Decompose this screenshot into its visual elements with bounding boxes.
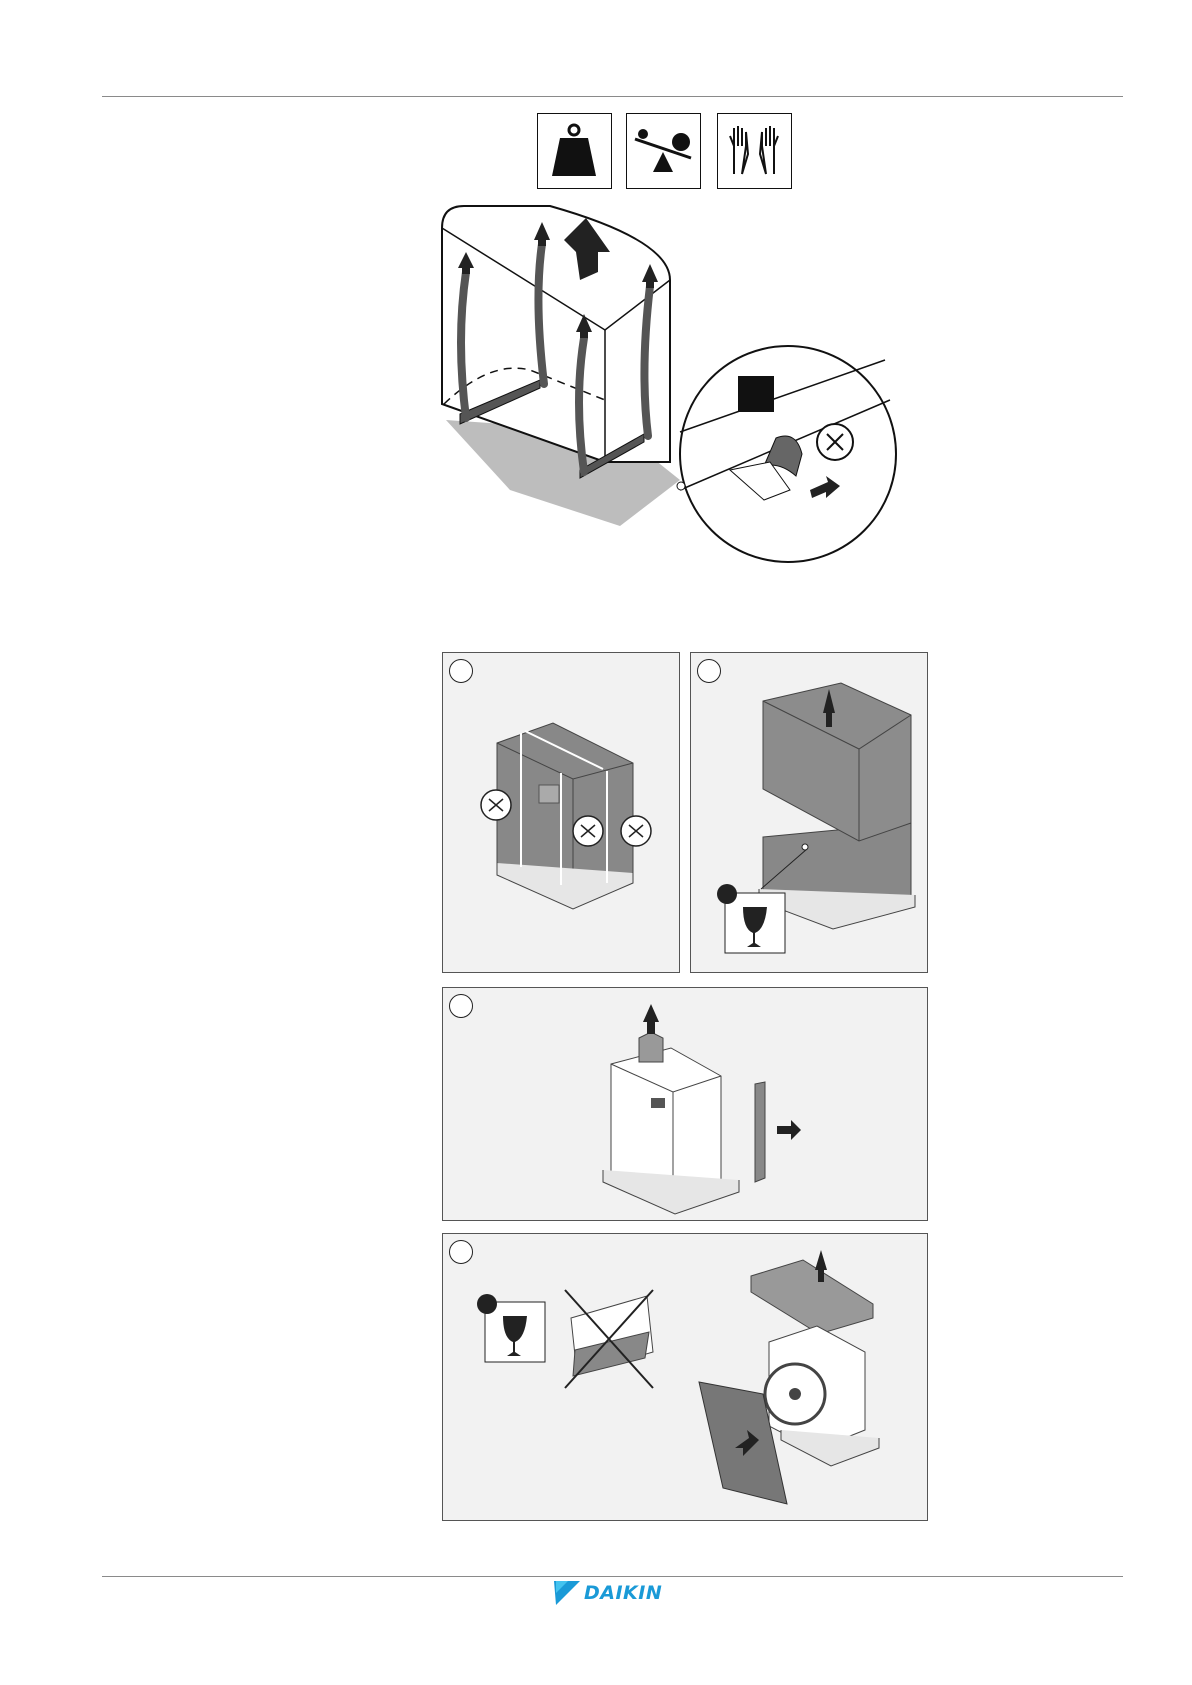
step-4-panel bbox=[442, 1233, 928, 1521]
step-1-panel bbox=[442, 652, 680, 973]
daikin-logo-mark-icon bbox=[554, 1581, 580, 1605]
step-3-panel bbox=[442, 987, 928, 1221]
footer-divider bbox=[102, 1576, 1123, 1577]
step-2-panel bbox=[690, 652, 928, 973]
gloves-icon bbox=[717, 113, 792, 189]
daikin-logo: DAIKIN bbox=[554, 1580, 662, 1606]
unit-lifted-with-slings bbox=[430, 200, 900, 570]
balance-center-of-gravity-icon bbox=[626, 113, 701, 189]
header-divider bbox=[102, 96, 1123, 97]
heavy-weight-icon bbox=[537, 113, 612, 189]
brand-name: DAIKIN bbox=[584, 1582, 662, 1604]
